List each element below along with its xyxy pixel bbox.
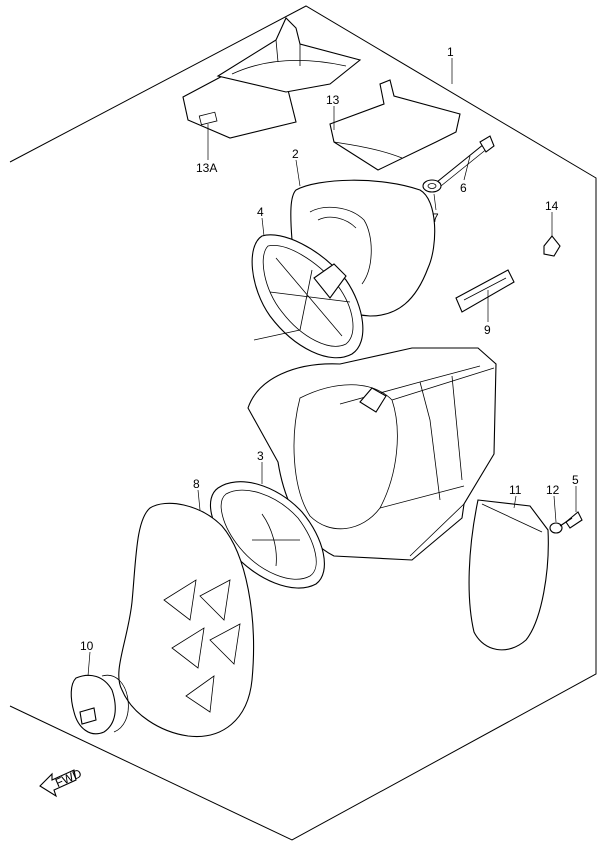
callout-11: 11 xyxy=(509,483,522,497)
callout-1: 1 xyxy=(447,45,454,59)
callout-13: 13 xyxy=(326,93,340,107)
part-14-clip xyxy=(543,235,561,257)
fwd-label: FWD xyxy=(53,766,84,790)
part-7-washer xyxy=(422,179,442,193)
callout-labels: 13A 1 13 2 6 7 14 4 9 3 8 11 12 5 10 xyxy=(80,45,579,653)
part-9-strap xyxy=(455,269,515,313)
part-11-mudflap xyxy=(468,499,549,651)
part-13a-cover xyxy=(182,17,362,139)
part-13-plate xyxy=(329,79,461,171)
part-10-clamp xyxy=(70,674,129,735)
fwd-arrow-icon: FWD xyxy=(39,766,84,798)
callout-5: 5 xyxy=(572,473,579,487)
callout-14: 14 xyxy=(545,199,559,213)
callout-8: 8 xyxy=(193,477,200,491)
callout-9: 9 xyxy=(484,323,491,337)
callout-7: 7 xyxy=(432,211,439,225)
part-6-bolt xyxy=(431,135,495,191)
part-5-screw xyxy=(559,511,583,529)
part-12-washer xyxy=(549,522,563,534)
callout-4: 4 xyxy=(257,205,264,219)
part-4-frame xyxy=(251,234,364,359)
part-8-boot xyxy=(118,502,255,738)
callout-12: 12 xyxy=(546,483,560,497)
callout-6: 6 xyxy=(460,181,467,195)
callout-2: 2 xyxy=(292,147,299,161)
leader-lines xyxy=(87,58,577,677)
callout-3: 3 xyxy=(257,449,264,463)
callout-10: 10 xyxy=(80,639,94,653)
callout-13a: 13A xyxy=(196,161,217,175)
frame-outline xyxy=(9,5,597,841)
